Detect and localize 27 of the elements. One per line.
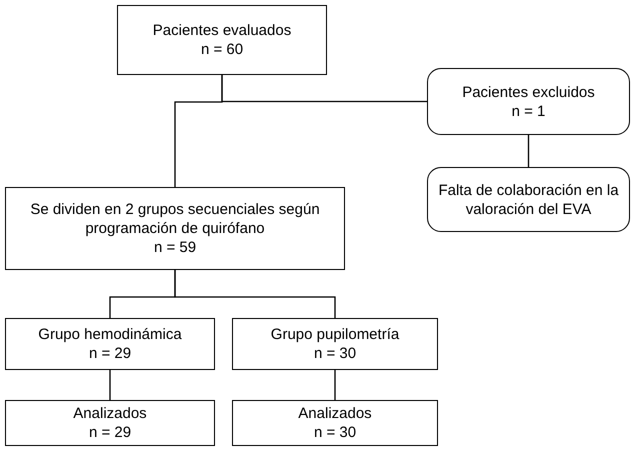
connector-line bbox=[334, 370, 336, 400]
box-text: Pacientes excluidos bbox=[462, 82, 595, 102]
process-box bbox=[5, 318, 215, 370]
box-text: Analizados bbox=[73, 404, 147, 423]
box-text: n = 30 bbox=[314, 423, 356, 442]
process-box bbox=[232, 318, 438, 370]
rounded-box bbox=[427, 68, 630, 135]
rounded-box bbox=[427, 167, 630, 232]
box-text: Analizados bbox=[298, 404, 372, 423]
box-text: Grupo hemodinámica bbox=[38, 325, 182, 344]
box-text: n = 29 bbox=[88, 344, 132, 363]
box-text: n = 59 bbox=[154, 238, 196, 257]
connector-line bbox=[528, 135, 530, 167]
process-box bbox=[5, 400, 215, 446]
connector-line bbox=[174, 270, 336, 318]
box-text: n = 29 bbox=[88, 423, 132, 442]
process-box bbox=[232, 400, 438, 446]
box-text: Grupo pupilometría bbox=[270, 325, 400, 344]
box-text: Falta de colaboración en la valoración del EVA bbox=[437, 180, 620, 218]
connector-line bbox=[221, 75, 427, 102]
box-text: n = 30 bbox=[314, 344, 356, 363]
connector-line bbox=[109, 370, 111, 400]
box-text: n = 60 bbox=[200, 40, 244, 59]
process-box bbox=[5, 187, 345, 270]
box-text: n = 1 bbox=[512, 102, 546, 120]
box-text: Pacientes evaluados bbox=[152, 21, 292, 40]
process-box bbox=[117, 5, 327, 75]
